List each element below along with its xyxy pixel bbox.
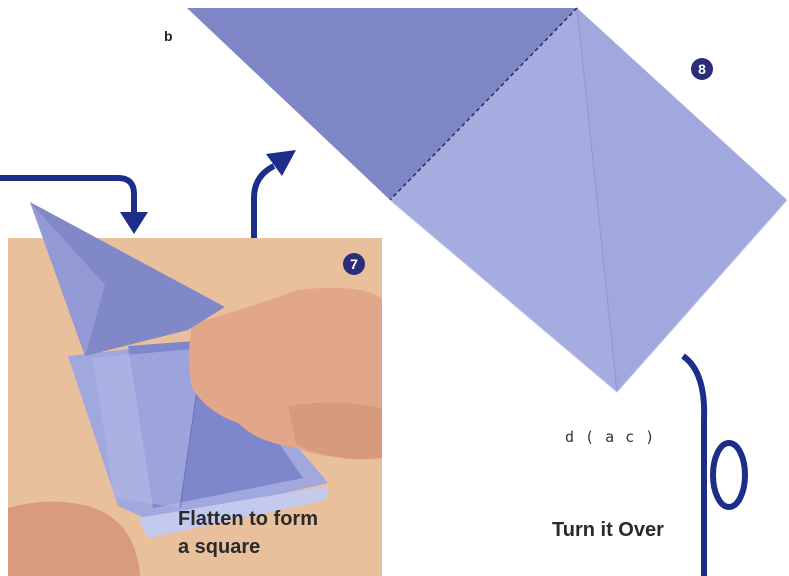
step7-number-badge: 7 [343,253,365,275]
step7-caption: Flatten to form a square [178,505,318,561]
step7-caption-line2: a square [178,536,261,558]
label-b: b [164,28,173,44]
folded-flap [187,8,577,200]
turn-over-arrow [681,353,708,576]
turn-over-caption: Turn it Over [552,519,664,541]
arrow-into-step7 [0,175,137,214]
fold-line [389,7,578,201]
crease-line [576,7,618,393]
arrow-to-step8 [251,163,276,238]
left-hand [8,501,140,576]
step8-number-badge: 8 [691,58,713,80]
step7-caption-line1: Flatten to form [178,508,318,530]
label-d: d ( a c ) [565,428,656,446]
